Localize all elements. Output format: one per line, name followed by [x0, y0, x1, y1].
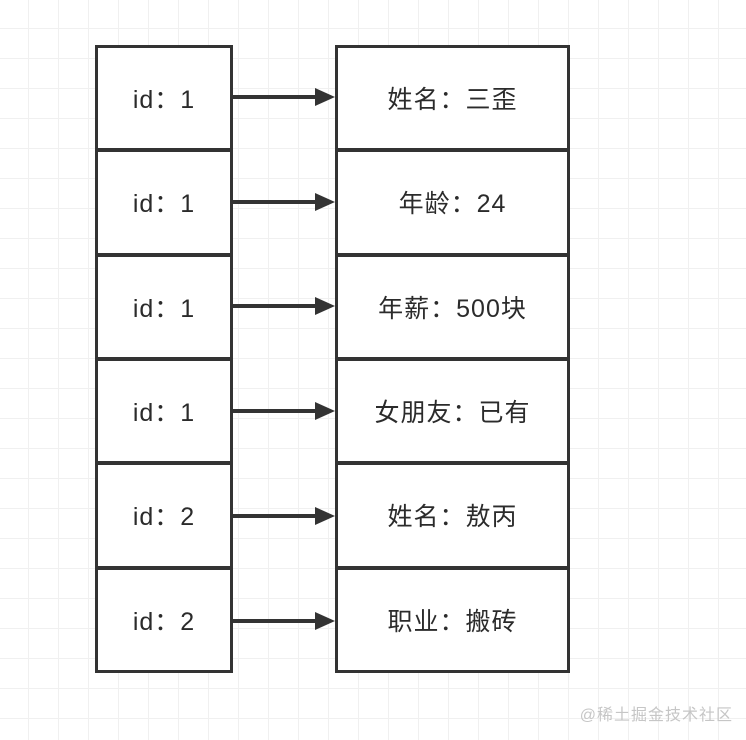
key-cell: id：1	[98, 361, 230, 466]
key-cell-label: id：1	[132, 294, 196, 323]
value-cell-label: 职业：搬砖	[387, 607, 518, 636]
key-cell-label: id：2	[132, 503, 196, 532]
value-cell: 年龄：24	[338, 152, 567, 257]
value-cell: 职业：搬砖	[338, 570, 567, 670]
value-column: 姓名：三歪 年龄：24 年薪：500块 女朋友：已有 姓名：敖丙 职业：搬砖	[335, 45, 570, 673]
key-cell-label: id：2	[132, 607, 196, 636]
key-cell: id：2	[98, 465, 230, 570]
value-cell: 女朋友：已有	[338, 361, 567, 466]
watermark: @稀土掘金技术社区	[579, 707, 733, 724]
arrow-icon	[233, 402, 335, 420]
value-cell-label: 姓名：敖丙	[387, 503, 518, 532]
arrow-head-icon	[315, 507, 335, 525]
value-cell: 姓名：敖丙	[338, 465, 567, 570]
key-cell-label: id：1	[132, 86, 196, 115]
key-column: id：1 id：1 id：1 id：1 id：2 id：2	[95, 45, 233, 673]
arrow-shaft	[233, 95, 319, 99]
arrow-head-icon	[315, 88, 335, 106]
arrow-shaft	[233, 514, 319, 518]
arrow-icon	[233, 612, 335, 630]
arrow-shaft	[233, 200, 319, 204]
key-cell: id：1	[98, 48, 230, 153]
value-cell-label: 年龄：24	[398, 190, 507, 219]
value-cell: 姓名：三歪	[338, 48, 567, 153]
arrow-head-icon	[315, 193, 335, 211]
arrow-head-icon	[315, 402, 335, 420]
arrow-head-icon	[315, 612, 335, 630]
arrow-shaft	[233, 409, 319, 413]
arrow-icon	[233, 507, 335, 525]
value-cell-label: 年薪：500块	[378, 294, 527, 323]
arrow-icon	[233, 193, 335, 211]
key-cell-label: id：1	[132, 399, 196, 428]
arrow-head-icon	[315, 297, 335, 315]
key-cell: id：1	[98, 152, 230, 257]
value-cell-label: 姓名：三歪	[387, 86, 518, 115]
key-cell-label: id：1	[132, 190, 196, 219]
arrow-shaft	[233, 619, 319, 623]
key-cell: id：1	[98, 257, 230, 361]
arrow-shaft	[233, 304, 319, 308]
arrow-icon	[233, 88, 335, 106]
value-cell: 年薪：500块	[338, 257, 567, 361]
key-cell: id：2	[98, 570, 230, 670]
value-cell-label: 女朋友：已有	[374, 399, 531, 428]
arrow-icon	[233, 297, 335, 315]
